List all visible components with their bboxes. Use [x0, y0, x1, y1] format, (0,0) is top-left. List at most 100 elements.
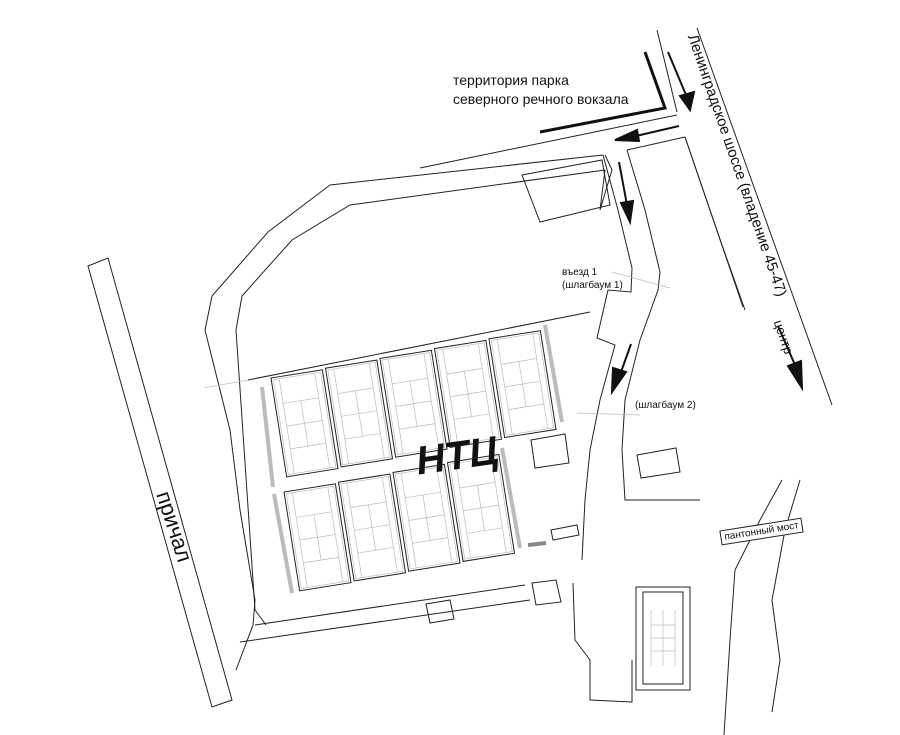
court-line	[270, 369, 339, 478]
arrow-head	[614, 128, 641, 143]
court-line	[314, 373, 331, 468]
court-line	[285, 485, 350, 589]
building-ntc-office	[530, 433, 570, 469]
court-line	[381, 352, 446, 456]
direction-arrows	[610, 51, 804, 396]
court-line	[508, 403, 544, 410]
court-line	[337, 473, 407, 582]
arrow-icon	[635, 125, 680, 137]
court-line	[436, 342, 500, 446]
court-line	[423, 353, 440, 449]
court-line	[283, 483, 352, 592]
tennis-court	[270, 369, 339, 478]
site-outer-boundary	[204, 184, 331, 671]
court-line	[394, 466, 459, 570]
court-line	[490, 332, 555, 436]
river-bank-west	[723, 479, 783, 735]
side-road-upper	[419, 114, 678, 169]
arrow-icon	[618, 161, 628, 206]
court-line	[381, 477, 398, 573]
court-south	[642, 591, 684, 685]
arrow-head	[619, 199, 635, 226]
court-line	[446, 453, 516, 562]
building-small	[550, 524, 580, 541]
court-line	[453, 413, 490, 420]
cross-line-entry1	[611, 271, 671, 289]
court-line	[501, 358, 537, 365]
cross-line-entry2	[576, 412, 641, 416]
court-line	[283, 397, 319, 404]
court-line	[449, 456, 513, 560]
arrow-head	[678, 90, 696, 113]
tennis-court	[283, 483, 352, 592]
entry1-line2: (шлагбаум 1)	[562, 280, 623, 291]
tennis-court	[337, 473, 407, 582]
court-line	[324, 359, 394, 468]
court-line	[392, 463, 461, 572]
court-line	[272, 371, 337, 475]
court-line	[446, 368, 483, 375]
east-boundary	[684, 136, 746, 311]
park-label-line1: территория парка	[453, 72, 569, 88]
field-bottom-line	[254, 584, 526, 626]
highway-edge-outer	[696, 27, 833, 406]
court-line	[368, 363, 385, 459]
court-line	[532, 333, 549, 429]
entry1-line1: въезд 1	[562, 267, 598, 278]
tennis-court	[379, 349, 448, 458]
access-road-right	[621, 149, 700, 501]
court-line	[337, 387, 374, 394]
fence	[260, 386, 275, 488]
court-line	[433, 339, 503, 448]
court-line	[300, 400, 309, 447]
building-east	[636, 447, 681, 479]
court-line	[518, 361, 527, 407]
barrier2-label: (шлагбаум 2)	[635, 400, 696, 411]
court-line	[496, 339, 513, 435]
court-south-outline	[635, 586, 691, 691]
court-line	[355, 390, 363, 437]
court-line	[466, 527, 503, 534]
arrow-icon	[620, 343, 632, 373]
building-north	[521, 159, 611, 223]
court-line	[477, 343, 494, 439]
court-line	[344, 433, 381, 440]
fence	[543, 324, 564, 423]
south-structure	[572, 582, 633, 703]
arrow-icon	[667, 51, 687, 96]
site-inner-boundary	[235, 169, 606, 626]
pier-outline	[87, 257, 233, 708]
field-bottom-line-2	[239, 599, 531, 643]
park-boundary	[539, 51, 668, 134]
river-bank-east	[771, 479, 801, 713]
fence	[272, 493, 294, 594]
court-line	[327, 361, 391, 466]
tennis-court	[392, 463, 461, 572]
fence	[500, 447, 522, 549]
court-line	[477, 485, 485, 531]
court-line	[290, 442, 326, 450]
site-top-line	[599, 154, 613, 211]
court-line	[459, 482, 496, 489]
court-line	[399, 423, 435, 430]
cross-line-west	[203, 379, 249, 389]
access-road-left	[581, 154, 633, 561]
court-line	[379, 349, 448, 458]
court-line	[405, 491, 441, 499]
highway-edge-inner	[656, 29, 678, 113]
court-line	[409, 380, 418, 427]
court-line	[313, 514, 322, 561]
tennis-court	[488, 330, 557, 439]
court-line	[368, 504, 376, 551]
building-south	[531, 579, 562, 606]
court-line	[350, 501, 387, 508]
tennis-court	[433, 339, 503, 448]
tennis-court	[446, 453, 516, 562]
park-label: территория парка северного речного вокза…	[453, 71, 629, 109]
court-line	[422, 494, 431, 541]
court-line	[412, 537, 448, 544]
court-line	[327, 487, 344, 582]
park-label-line2: северного речного вокзала	[453, 91, 629, 107]
